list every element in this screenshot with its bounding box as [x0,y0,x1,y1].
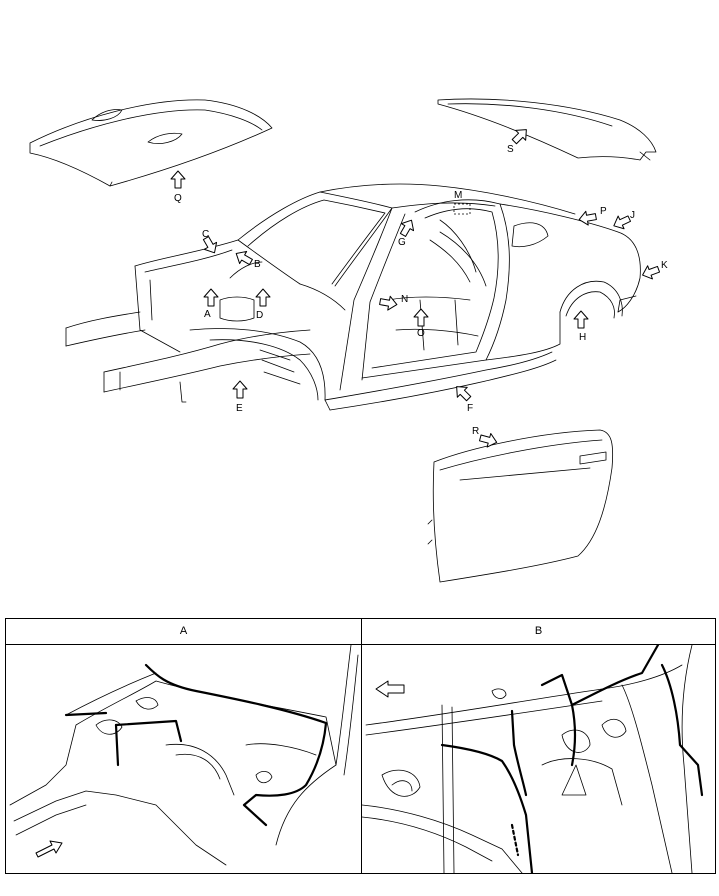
arrow-up-icon [573,310,589,329]
callout-label-c: C [202,229,209,240]
callout-label-m: M [454,190,462,201]
callout-label-b: B [254,259,261,270]
detail-view-b [362,645,704,873]
callout-label-e: E [236,403,243,414]
vehicle-body-shell [65,183,641,411]
callout-label-h: H [579,332,586,343]
direction-arrow-icon [35,840,63,858]
callout-labels: Q S C B A D E F G M N O H P J K R [174,144,668,437]
callout-label-j: J [630,210,635,221]
arrow-right-icon [477,430,500,450]
arrow-up-icon [203,288,219,307]
callout-label-k: K [661,260,668,271]
column-header-b: B [534,625,543,637]
detail-view-a [9,645,359,866]
arrow-left-icon [610,211,633,233]
arrow-left-icon [639,262,662,283]
column-header-a: A [179,625,188,637]
detail-view-table: A B [5,618,716,874]
arrow-up-icon [170,170,186,189]
callout-label-r: R [472,426,479,437]
arrow-up-left-icon [451,381,475,405]
direction-arrow-icon [375,680,405,698]
callout-arrows [170,124,662,450]
callout-label-d: D [256,310,263,321]
callout-label-g: G [398,237,406,248]
arrow-left-icon [577,209,598,227]
arrow-up-icon [413,308,429,327]
hood-panel [29,99,273,187]
callout-label-s: S [507,144,514,155]
callout-label-o: O [417,328,425,339]
callout-label-a: A [204,309,211,320]
detail-table-header: A B [6,619,715,645]
arrow-right-icon [378,294,399,312]
callout-label-f: F [467,403,473,414]
hidden-location-marker [453,203,471,215]
arrow-up-right-icon [396,216,419,239]
arrow-up-icon [232,380,248,399]
body-structure-diagram: Q S C B A D E F G M N O H P J K R [29,98,668,583]
arrow-left-icon [232,246,255,269]
door-panel [427,429,614,583]
callout-label-q: Q [174,193,182,204]
arrow-up-icon [255,288,271,307]
column-divider [361,619,362,873]
callout-label-n: N [401,294,408,305]
trunk-lid-panel [437,98,657,161]
callout-label-p: P [600,206,607,217]
